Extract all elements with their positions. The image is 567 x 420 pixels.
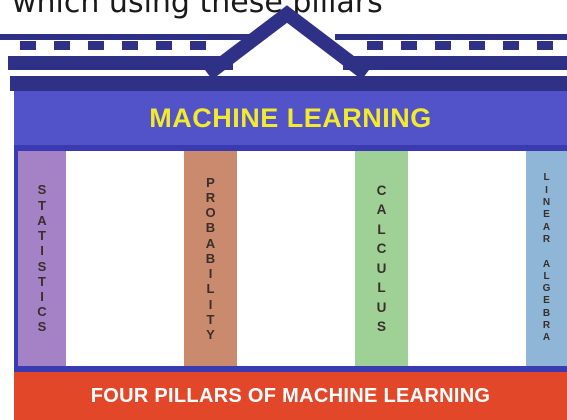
pillar-letter: I [545,184,548,196]
pillar-letter: E [543,209,550,221]
pillar-letter: R [542,233,551,245]
pillar-letter: L [543,270,550,282]
pillar-letter: A [542,221,551,233]
pillar-letter: T [206,311,215,327]
pillar-letter: R [542,319,551,331]
pillar-letter: N [542,197,551,209]
pillar-letter: U [376,299,387,315]
pillar-letter: I [40,288,44,304]
gap-2 [237,151,355,366]
pillar-letter: L [206,281,215,297]
banner-title: MACHINE LEARNING [149,102,432,133]
footer-title: FOUR PILLARS OF MACHINE LEARNING [90,384,491,407]
temple-roof [0,5,567,91]
pillar-letter: L [377,221,386,237]
pillar-letter: T [38,197,46,213]
pillar-letter: A [205,235,216,251]
pillar-letter: C [37,304,47,320]
roof-blocks-left [20,41,206,50]
pillar-letter: S [37,182,47,198]
pillar-letter: T [38,228,46,244]
pillar-letter: L [543,172,550,184]
pillar-letter: L [377,280,386,295]
four-pillars-footer: FOUR PILLARS OF MACHINE LEARNING [14,372,567,420]
pillar-letter: G [542,283,551,295]
pillar-letter: U [376,260,387,276]
pillar-letter: S [37,258,47,274]
pillar-letter: B [205,220,216,236]
roof-base-left [8,56,233,70]
pillar-letter: E [543,295,550,307]
pillar-letter: I [208,266,213,282]
roof-beam-right [335,34,567,40]
pillar-letter: R [205,190,216,206]
pillar-letter: Y [206,326,215,342]
roof-beam-left [0,34,252,40]
pediment [203,5,371,80]
pillar-letter: A [542,258,551,270]
pillar-letter: S [37,319,47,335]
pillar-letter: A [37,212,47,228]
machine-learning-banner: MACHINE LEARNING [14,91,567,145]
pillar-letter: T [38,273,46,289]
pillar-letter: I [40,243,44,259]
pillar-letter: C [376,241,387,256]
roof-blocks-right [367,41,553,50]
pillar-letter: S [376,319,386,334]
gap-1 [66,151,184,366]
pillar-letter [545,246,548,258]
pillar-letter: A [376,202,387,217]
pillar-letter: C [376,182,387,198]
pillar-letter: B [205,250,216,266]
pillar-letter: B [542,307,551,319]
pillar-letter: O [205,205,216,221]
pillar-letter: P [206,174,215,190]
roof-base-right [343,56,567,70]
roof-cornice [10,76,567,91]
pillar-letter: A [542,332,551,344]
pillar-letter: I [208,296,213,312]
gap-3 [408,151,526,366]
